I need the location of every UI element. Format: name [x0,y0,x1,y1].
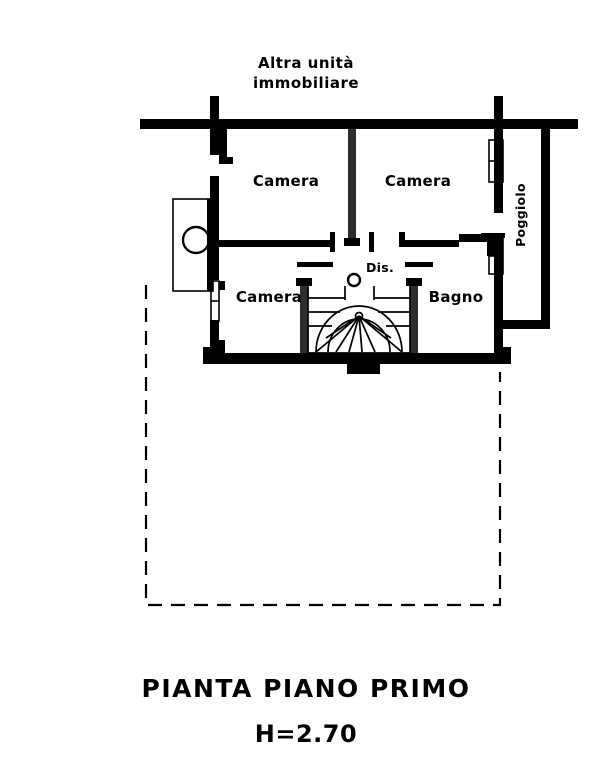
interior-partition-bagno [406,278,422,354]
dashed-footprint-outline [144,285,502,607]
header-line-1: Altra unità [258,54,354,72]
room-label-poggiolo: Poggiolo [513,183,528,247]
staircase [307,286,411,354]
room-label-camera-top-right: Camera [385,172,451,190]
interior-partition-mid-horizontal [219,232,503,256]
plan-title: PIANTA PIANO PRIMO [142,674,471,703]
left-projection-with-fixture [172,198,214,292]
lower-left-wall-return [219,281,225,356]
interior-partition-camera-lower [296,278,312,354]
header-line-2: immobiliare [253,74,359,92]
exterior-walls [203,129,511,374]
round-fixture-icon [181,225,211,255]
room-label-camera-top-left: Camera [253,172,319,190]
room-label-disimpegno: Dis. [366,260,394,275]
room-label-camera-bottom: Camera [236,288,302,306]
door-opening-left [210,280,220,322]
wall-tick-marks [297,262,433,267]
plan-height-note: H=2.70 [255,720,357,748]
room-label-bagno: Bagno [429,288,484,306]
interior-partition-central [344,129,360,246]
interior-partition-upper-left [219,129,233,164]
small-circle-marker-icon [346,272,362,288]
